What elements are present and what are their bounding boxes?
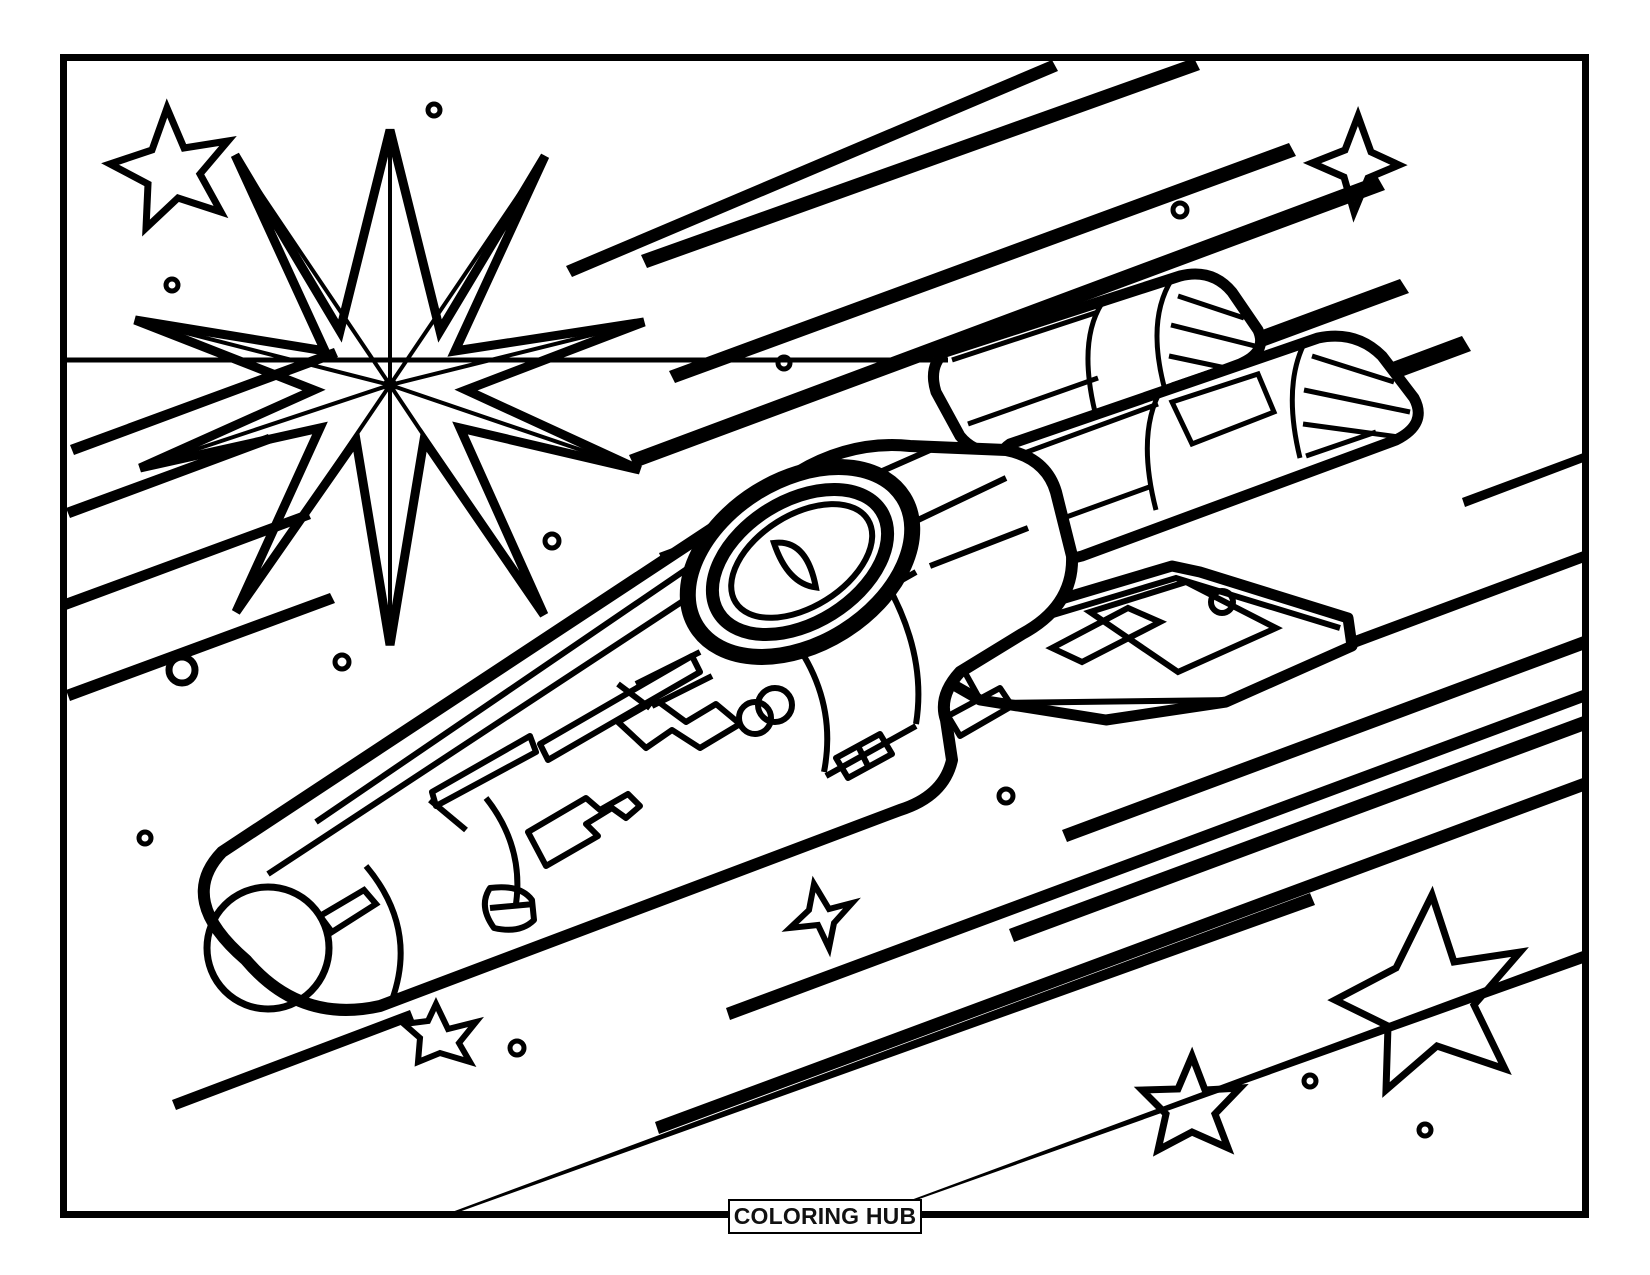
nacelle-upper-ring-b: [1154, 277, 1175, 391]
star-mid-bottom: [781, 875, 861, 958]
canopy-surround-lines: [634, 447, 1030, 709]
speed-line: [726, 689, 1585, 1020]
engine-lower-details: [1015, 338, 1411, 531]
engine-upper-details: [64, 277, 1256, 427]
dot-9: [996, 786, 1016, 806]
canopy-brace-lower2: [650, 673, 714, 709]
burst-star: [133, 128, 646, 646]
wing-knob: [1208, 588, 1236, 616]
dot-8: [136, 829, 154, 847]
watermark-label: COLORING HUB: [733, 1203, 917, 1229]
wing-trailing-line: [995, 697, 1237, 706]
cockpit-canopy: [679, 459, 921, 665]
nacelle-lower-rib: [1302, 421, 1407, 441]
speed-line: [629, 176, 1385, 468]
canopy-brace-right: [916, 475, 1008, 523]
speed-line: [172, 1010, 414, 1110]
burst-star-center: [383, 378, 397, 392]
canopy-brace-lower: [634, 649, 702, 687]
speed-line: [66, 593, 335, 701]
speed-line: [1062, 635, 1585, 842]
hull-button-b: [755, 685, 795, 725]
nacelle-lower-rib: [1303, 387, 1411, 415]
nose-cone: [203, 864, 404, 1013]
nacelle-lower-ring-a: [1144, 386, 1165, 511]
speed-line: [64, 510, 311, 610]
nacelle-lower-bump: [1168, 370, 1278, 448]
nacelle-lower-rib: [1305, 429, 1377, 459]
dot-5: [542, 531, 562, 551]
speed-line: [876, 950, 1585, 1213]
nose-cone-seam: [363, 864, 404, 1002]
speed-line: [641, 58, 1200, 268]
hull-buttons: [736, 685, 795, 737]
scene: [64, 58, 1585, 1213]
nacelle-upper-panel: [951, 309, 1099, 363]
canopy-highlight: [769, 539, 820, 591]
dot-11: [1301, 1072, 1319, 1090]
dot-10: [507, 1038, 527, 1058]
hull-long-panel: [537, 653, 703, 763]
hull-ridge-panel: [525, 791, 643, 869]
nacelle-lower-rib: [1311, 353, 1395, 385]
hull-spine-line-b: [314, 557, 702, 825]
burst-star-rays: [134, 130, 645, 645]
nacelle-lower-ring-b: [1289, 338, 1309, 459]
dot-3: [163, 276, 181, 294]
dot-12: [1416, 1121, 1434, 1139]
speed-line: [566, 60, 1058, 277]
speed-line: [452, 893, 1315, 1213]
nacelle-upper-rib: [1177, 293, 1245, 321]
dot-7: [332, 652, 352, 672]
dot-6: [165, 653, 199, 687]
speed-lines-group: [64, 58, 1585, 1213]
star-dots-group: [136, 101, 1434, 1139]
star-top-right: [1302, 105, 1408, 223]
speed-line: [1462, 452, 1585, 507]
star-top-left: [101, 98, 237, 237]
nacelle-upper-panel2: [967, 375, 1099, 427]
nose-slot: [315, 886, 381, 937]
hull-notch: [945, 685, 1015, 739]
hull-small-box: [481, 884, 537, 933]
hull-vent-line: [855, 744, 871, 768]
nacelle-upper-rib: [1170, 322, 1256, 349]
dot-1: [425, 101, 443, 119]
star-bottom-right-small: [1133, 1046, 1249, 1157]
speed-line: [669, 143, 1296, 383]
small-stars-group: [101, 98, 1529, 1157]
wing-strut: [1045, 604, 1167, 666]
speed-line: [1009, 715, 1585, 942]
speed-line: [66, 434, 272, 518]
nose-port: [203, 883, 333, 1013]
hull-button-a: [736, 699, 774, 737]
nacelle-lower-panel: [1015, 401, 1159, 459]
wing-panel-inset: [1083, 578, 1283, 676]
hull-seam-1: [428, 797, 468, 833]
dot-2: [1170, 200, 1190, 220]
canopy-inner-ring: [705, 482, 895, 642]
star-bottom-right-large: [1327, 885, 1529, 1098]
canopy-brace-right2: [928, 525, 1030, 569]
canopy-brace-upper: [878, 447, 932, 475]
star-bottom-left: [396, 997, 484, 1068]
spaceship: [64, 268, 1424, 1016]
hull-vent: [833, 731, 895, 781]
hull-small-box-line: [489, 901, 535, 911]
speed-line: [655, 777, 1585, 1134]
watermark-badge: COLORING HUB: [728, 1199, 922, 1234]
dot-4: [775, 354, 793, 372]
